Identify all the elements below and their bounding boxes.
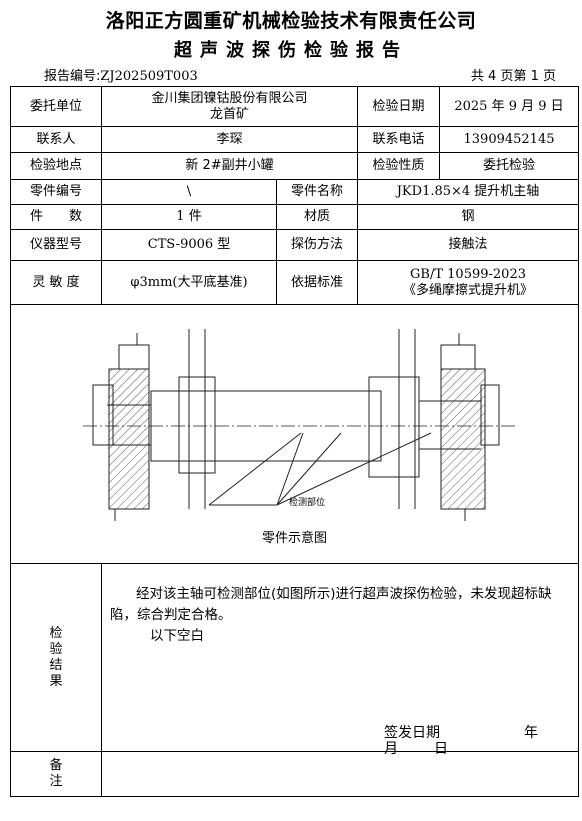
- client-label: 委托单位: [10, 86, 102, 127]
- report-title: 超声波探伤检验报告: [174, 40, 408, 61]
- contact-label: 联系人: [10, 126, 102, 153]
- result-body: 经对该主轴可检测部位(如图所示)进行超声波探伤检验，未发现超标缺陷，综合判定合格…: [100, 563, 580, 757]
- inspection-annotation: 检测部位: [289, 498, 326, 508]
- nature-cell: 检验性质 委托检验: [357, 152, 580, 180]
- part-no-label: 零件编号: [10, 179, 102, 205]
- standard-label: 依据标准: [275, 260, 359, 305]
- sensitivity-value: φ3mm(大平底基准): [101, 260, 277, 305]
- location-label: 检验地点: [10, 152, 102, 180]
- part-name-label: 零件名称: [275, 179, 359, 205]
- figure-cell: 检测部位 零件示意图: [9, 304, 580, 564]
- date-value: 2025 年 9 月 9 日: [454, 98, 564, 114]
- nature-value: 委托检验: [483, 158, 536, 173]
- page-info: 共 4 页第 1 页: [470, 69, 556, 84]
- material-label: 材质: [275, 204, 359, 230]
- method-value: 接触法: [357, 229, 580, 261]
- part-no-value: \: [101, 179, 277, 205]
- phone-value: 13909452145: [463, 131, 555, 147]
- report-table: 委托单位 金川集团镍钴股份有限公司龙首矿 检验日期 2025 年 9 月 9 日…: [9, 86, 580, 797]
- contact-value: 李琛: [100, 126, 359, 153]
- company-title: 洛阳正方圆重矿机械检验技术有限责任公司: [105, 10, 477, 32]
- location-value: 新 2#副井小罐: [100, 152, 359, 180]
- instrument-value: CTS-9006 型: [101, 229, 277, 261]
- shaft-diagram: [83, 329, 517, 521]
- date-label: 检验日期: [358, 87, 441, 126]
- qty-label: 件 数: [10, 204, 102, 230]
- part-name-value: JKD1.85×4 提升机主轴: [357, 179, 580, 205]
- blank-note: 以下空白: [150, 628, 204, 644]
- client-value: 金川集团镍钴股份有限公司龙首矿: [100, 86, 359, 127]
- material-value: 钢: [357, 204, 580, 230]
- result-label: 检验结果: [10, 563, 102, 752]
- instrument-label: 仪器型号: [10, 229, 102, 261]
- remarks-body: [100, 751, 580, 797]
- remarks-label: 备注: [10, 751, 102, 797]
- sign-date: 签发日期年月日: [384, 725, 538, 757]
- date-cell: 检验日期 2025 年 9 月 9 日: [357, 86, 580, 127]
- qty-value: 1 件: [101, 204, 277, 230]
- phone-cell: 联系电话 13909452145: [357, 126, 580, 153]
- report-number: 报告编号:ZJ202509T003: [44, 69, 198, 84]
- result-text: 经对该主轴可检测部位(如图所示)进行超声波探伤检验，未发现超标缺陷，综合判定合格…: [110, 586, 552, 623]
- phone-label: 联系电话: [358, 127, 441, 152]
- figure-caption: 零件示意图: [262, 531, 328, 546]
- nature-label: 检验性质: [358, 153, 441, 179]
- sensitivity-label: 灵 敏 度: [10, 260, 102, 305]
- method-label: 探伤方法: [275, 229, 359, 261]
- standard-value: GB/T 10599-2023《多绳摩擦式提升机》: [357, 260, 580, 305]
